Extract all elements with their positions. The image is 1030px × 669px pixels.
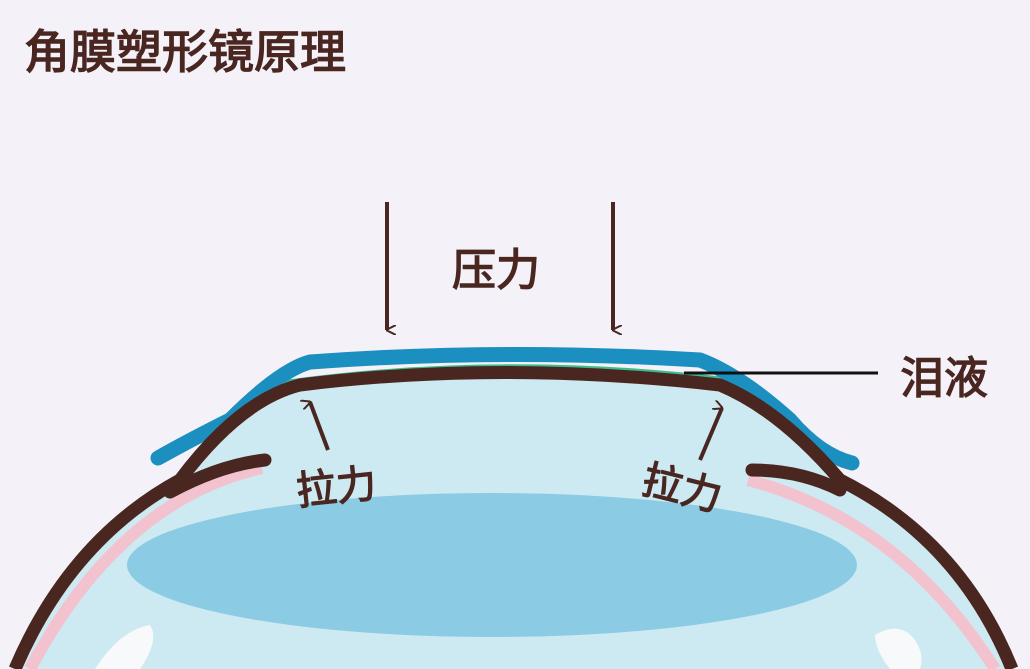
tension-label-left: 拉力 — [294, 461, 378, 515]
tension-arrow-right — [698, 408, 722, 461]
pink-layer-left — [24, 462, 264, 669]
title: 角膜塑形镜原理 — [24, 25, 346, 79]
pink-layer-right — [746, 474, 1001, 669]
tension-arrow-left — [310, 402, 330, 451]
pressure-label: 压力 — [452, 245, 540, 296]
highlight-right — [875, 628, 922, 669]
iris-line-right — [745, 463, 847, 497]
cornea-line — [9, 366, 1019, 669]
inner-lens — [127, 493, 857, 637]
iris-line-left — [163, 453, 272, 499]
tear-fluid-label: 泪液 — [900, 353, 988, 404]
highlight-left — [95, 625, 154, 669]
